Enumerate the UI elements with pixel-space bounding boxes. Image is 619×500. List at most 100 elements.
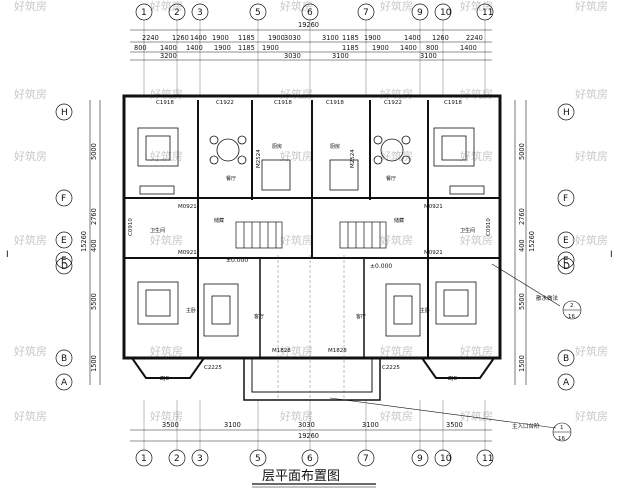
row-axis-label: A: [563, 378, 570, 388]
door-label: M0921: [178, 204, 197, 210]
top-dim: 1260: [172, 34, 189, 42]
window-label: C1918: [326, 100, 344, 106]
axis-bubble: [557, 349, 575, 367]
row-axis-label: F: [61, 194, 66, 204]
top-dim: 1900: [364, 34, 381, 42]
watermark-text: 好筑房: [380, 0, 413, 13]
building-walls: [122, 94, 502, 401]
top-dim: 3100: [322, 34, 339, 42]
window-label: C0910: [128, 218, 134, 236]
watermark-text: 好筑房: [150, 344, 183, 358]
window-label: C2225: [382, 365, 400, 371]
axis-bubble: [557, 231, 575, 249]
top-dim: 1900: [212, 34, 229, 42]
row-axis-label: D: [563, 262, 570, 272]
door-label: M1828: [328, 348, 347, 354]
column-axis-label: 3: [197, 454, 203, 464]
watermark-text: 好筑房: [280, 0, 313, 13]
window-label: C1922: [216, 100, 234, 106]
watermark-text: 好筑房: [150, 149, 183, 163]
watermark-text: 好筑房: [150, 233, 183, 247]
watermark-text: 好筑房: [14, 149, 47, 163]
row-axis-label: E: [61, 256, 67, 266]
row-axis-label: H: [563, 108, 570, 118]
column-axis-label: 11: [482, 454, 493, 464]
room-label: 卫生间: [460, 227, 475, 234]
column-axis-label: 10: [440, 454, 452, 464]
top-main-dim: 3100: [332, 52, 349, 60]
window-label: C1918: [444, 100, 462, 106]
room-label: 厨房: [272, 143, 282, 150]
watermark-text: 好筑房: [575, 87, 608, 101]
row-axis-label: B: [61, 354, 67, 364]
right-dim: 1500: [518, 355, 526, 372]
watermark-text: 好筑房: [14, 0, 47, 13]
axis-bubble: [557, 103, 575, 121]
watermark-layer: 好筑房好筑房好筑房好筑房好筑房好筑房好筑房好筑房好筑房好筑房好筑房好筑房好筑房好…: [14, 0, 608, 423]
top-main-dim: 3200: [160, 52, 177, 60]
watermark-text: 好筑房: [380, 409, 413, 423]
top-dim: 1185: [238, 34, 255, 42]
axis-bubble: [557, 257, 575, 275]
column-axis-label: 5: [255, 8, 261, 18]
watermark-text: 好筑房: [150, 0, 183, 13]
room-label: 主卧: [186, 307, 196, 314]
column-axis-label: 9: [417, 8, 423, 18]
row-axis-label: F: [563, 194, 568, 204]
column-axis-label: 5: [255, 454, 261, 464]
left-dim: 5000: [90, 143, 98, 160]
door-label: M2524: [350, 149, 356, 168]
column-axis-label: 1: [141, 8, 147, 18]
left-dim: 2760: [90, 208, 98, 225]
column-axis-label: 11: [482, 8, 493, 18]
top-dim: 1900: [268, 34, 285, 42]
door-label: M0921: [424, 250, 443, 256]
watermark-text: 好筑房: [575, 149, 608, 163]
axis-bubble: [55, 189, 73, 207]
row-axis-label: B: [563, 354, 569, 364]
room-label: 储藏: [394, 217, 404, 224]
top-dim-fine: 1900: [262, 44, 279, 52]
top-main-dim: 3030: [284, 52, 301, 60]
axis-bubble: [55, 373, 73, 391]
top-dim: 2240: [466, 34, 483, 42]
watermark-text: 好筑房: [280, 344, 313, 358]
column-axis-label: 2: [174, 454, 180, 464]
callout-right-text: 散水做法: [536, 294, 559, 302]
column-axis-label: 9: [417, 454, 423, 464]
bottom-dim: 3100: [362, 421, 379, 429]
watermark-text: 好筑房: [280, 87, 313, 101]
door-label: M0921: [178, 250, 197, 256]
callout-right-den: 16: [568, 314, 575, 320]
left-total-dim: 15260: [80, 231, 88, 252]
right-dim: 400: [518, 239, 526, 252]
door-label: M0921: [424, 204, 443, 210]
axis-bubble: [55, 103, 73, 121]
watermark-text: 好筑房: [14, 409, 47, 423]
window-label: C1922: [384, 100, 402, 106]
bottom-dim: 3500: [446, 421, 463, 429]
left-dim: 5500: [90, 293, 98, 310]
column-axis-label: 3: [197, 8, 203, 18]
dimension-lines: [89, 29, 527, 442]
window-label: C0910: [486, 218, 492, 236]
row-axis-label: A: [61, 378, 68, 388]
room-label: 餐厅: [386, 175, 396, 182]
column-axis-label: 7: [363, 454, 369, 464]
top-dim: 1400: [190, 34, 207, 42]
room-label: 厨房: [330, 143, 340, 150]
top-dim-fine: 1400: [460, 44, 477, 52]
top-dim-fine: 1400: [400, 44, 417, 52]
column-axis-label: 6: [307, 454, 313, 464]
column-axis-label: 10: [440, 8, 452, 18]
axis-bubble: [55, 231, 73, 249]
top-dim-fine: 1400: [186, 44, 203, 52]
column-axis-label: 2: [174, 8, 180, 18]
top-dim: 1185: [342, 34, 359, 42]
watermark-text: 好筑房: [380, 87, 413, 101]
window-label: ZJC: [160, 376, 169, 382]
watermark-text: 好筑房: [460, 0, 493, 13]
